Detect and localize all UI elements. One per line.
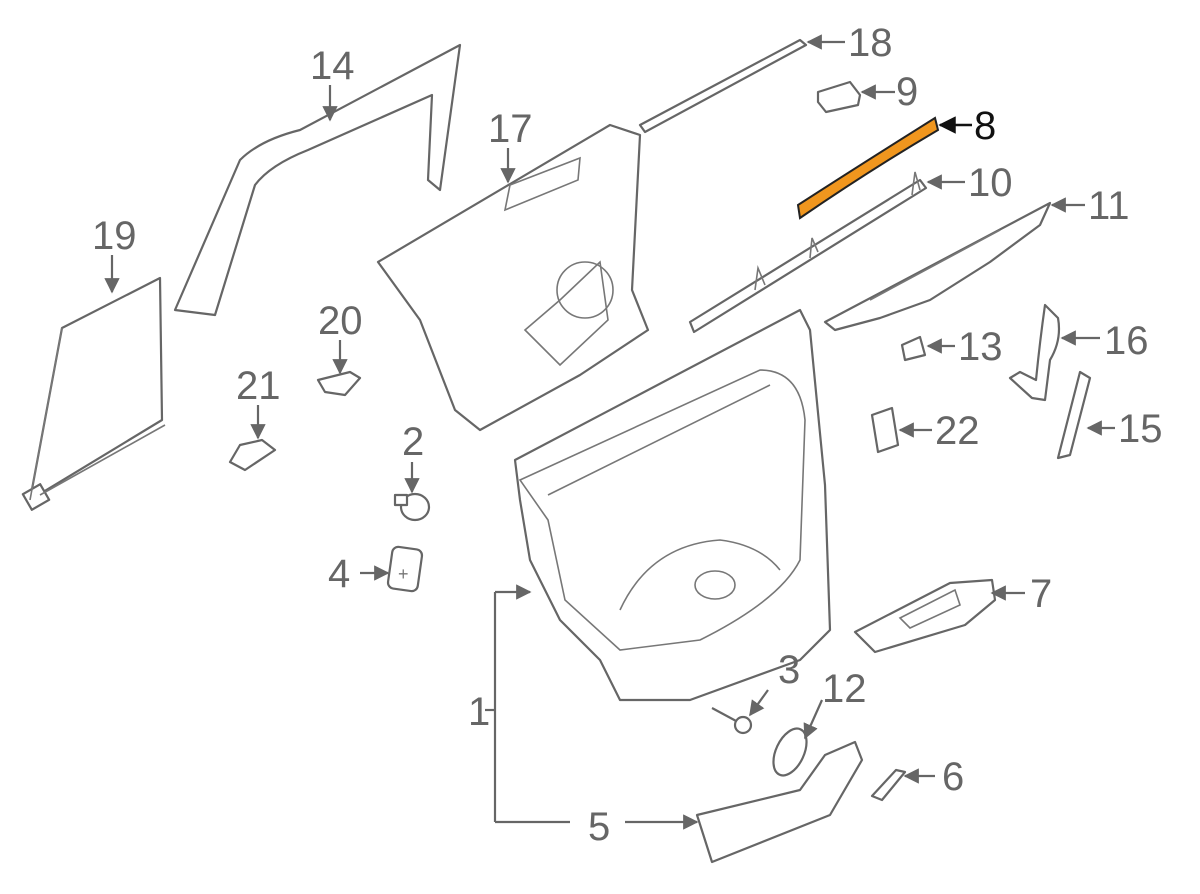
part-2-clip[interactable] (393, 492, 431, 522)
part-20-bracket[interactable] (316, 370, 362, 397)
callout-7: 7 (1030, 572, 1052, 616)
callout-15: 15 (1118, 407, 1163, 451)
svg-text:+: + (398, 564, 409, 584)
callout-6: 6 (942, 755, 964, 799)
callout-9: 9 (896, 70, 918, 114)
callout-1: 1 (468, 690, 490, 734)
part-9-clip[interactable] (816, 80, 862, 114)
callout-labels: 1 2 3 4 5 6 7 8 9 10 11 12 13 14 15 16 1… (92, 21, 1163, 849)
part-15-trim[interactable] (1056, 370, 1092, 460)
callout-13: 13 (958, 325, 1003, 369)
part-17-inner-panel[interactable] (376, 123, 650, 432)
callout-20: 20 (318, 299, 363, 343)
part-4-switch[interactable]: + (386, 545, 424, 593)
callout-21: 21 (236, 364, 281, 408)
part-7-armrest-switch[interactable] (853, 578, 997, 654)
part-11-bracket[interactable] (823, 201, 1052, 332)
part-5-pocket-trim[interactable] (695, 740, 864, 864)
part-13-cap[interactable] (900, 335, 927, 362)
part-14-frame-molding[interactable] (173, 43, 462, 317)
callout-12: 12 (822, 667, 867, 711)
part-8-weatherstrip-highlighted[interactable] (796, 116, 940, 220)
part-18-belt-strip[interactable] (638, 38, 808, 134)
part-6-reflector[interactable] (870, 768, 907, 802)
callout-11: 11 (1088, 184, 1130, 228)
callout-18: 18 (848, 21, 893, 65)
part-10-beltline-seal[interactable] (688, 171, 928, 334)
leader-lines (104, 34, 1115, 830)
callout-22: 22 (935, 409, 980, 453)
part-1-door-trim-panel[interactable] (513, 308, 832, 702)
part-3-bolt[interactable] (711, 707, 753, 735)
part-19-sunshade[interactable] (21, 276, 166, 511)
part-12-speaker-ring[interactable] (767, 723, 814, 780)
callout-3: 3 (778, 648, 800, 692)
callout-16: 16 (1104, 319, 1149, 363)
callout-17: 17 (488, 107, 533, 151)
callout-4: 4 (328, 552, 350, 596)
callout-2: 2 (402, 420, 424, 464)
callout-8: 8 (974, 104, 996, 148)
part-21-bracket[interactable] (228, 438, 277, 472)
part-22-clip[interactable] (870, 406, 900, 454)
callout-14: 14 (310, 44, 355, 88)
callout-10: 10 (968, 161, 1013, 205)
callout-19: 19 (92, 214, 137, 258)
callout-5: 5 (588, 805, 610, 849)
part-16-trim[interactable] (1008, 303, 1061, 402)
